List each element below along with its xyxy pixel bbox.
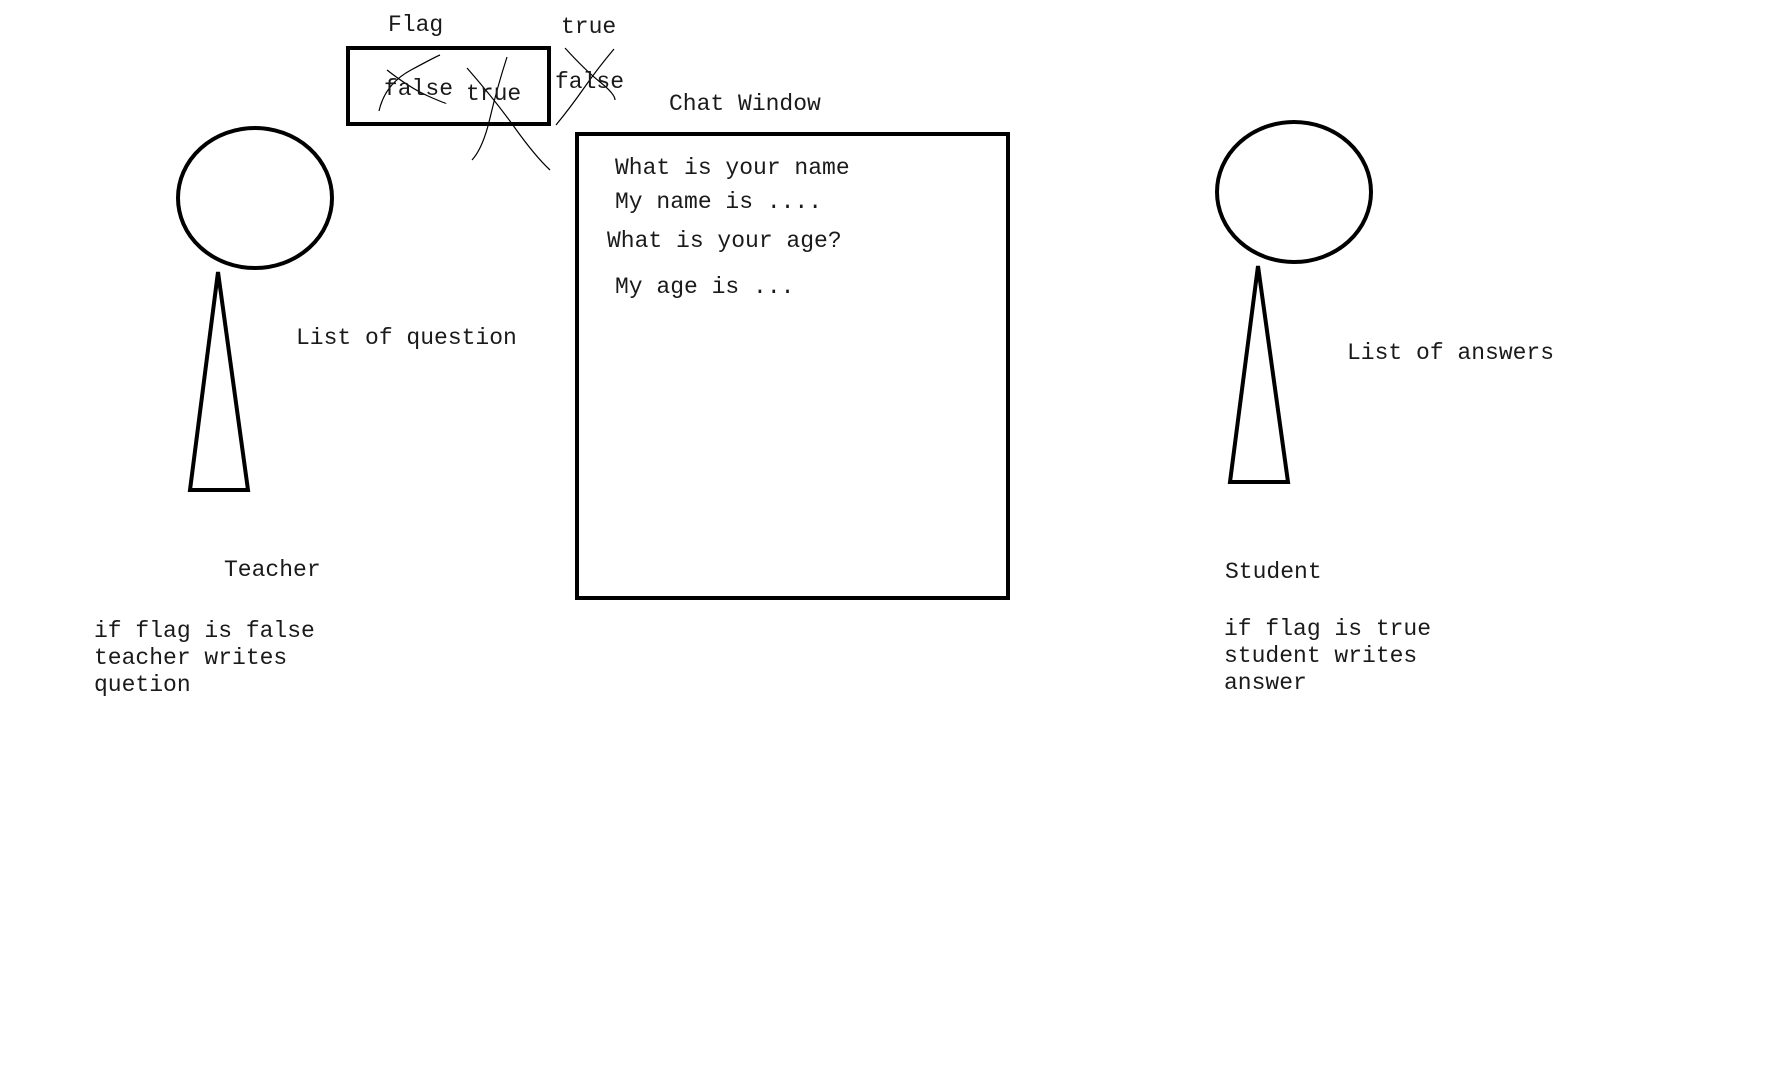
list-of-questions-label: List of question — [296, 325, 517, 351]
teacher-body — [187, 271, 251, 492]
teacher-figure — [176, 126, 334, 492]
chat-window-title: Chat Window — [669, 91, 821, 117]
chat-window-box — [575, 132, 1010, 600]
strike-true-in-box-2 — [466, 67, 551, 171]
teacher-rule-line: quetion — [94, 672, 191, 698]
chat-message: My age is ... — [615, 274, 795, 300]
student-label: Student — [1225, 559, 1322, 585]
flag-box — [346, 46, 551, 126]
teacher-label: Teacher — [224, 557, 321, 583]
list-of-answers-label: List of answers — [1347, 340, 1555, 366]
student-head — [1215, 120, 1373, 264]
teacher-rule: if flag is false teacher writes quetion — [94, 618, 315, 699]
flag-value-false-note-crossed: false — [555, 69, 625, 95]
student-body — [1227, 265, 1291, 484]
student-rule: if flag is true student writes answer — [1224, 616, 1431, 697]
strike-false-outside-1 — [564, 47, 616, 101]
strike-false-in-box-2 — [386, 69, 447, 104]
strike-outs — [378, 47, 616, 171]
flag-value-false-crossed: false — [384, 76, 454, 102]
flag-value-true-crossed: true — [466, 81, 522, 107]
strike-false-in-box-1 — [378, 54, 441, 112]
chat-message: What is your name — [615, 155, 850, 181]
flag-label: Flag — [388, 12, 444, 38]
chat-message: My name is .... — [615, 189, 823, 215]
teacher-head — [176, 126, 334, 270]
chat-message: What is your age? — [607, 228, 842, 254]
student-rule-line: student writes — [1224, 643, 1418, 669]
student-rule-line: answer — [1224, 670, 1307, 696]
flag-value-true-note: true — [561, 14, 617, 40]
student-rule-line: if flag is true — [1224, 616, 1432, 642]
teacher-rule-line: if flag is false — [94, 618, 315, 644]
strike-false-outside-2 — [555, 48, 615, 126]
strike-true-in-box-1 — [471, 56, 508, 161]
teacher-rule-line: teacher writes — [94, 645, 288, 671]
student-figure — [1215, 120, 1373, 484]
